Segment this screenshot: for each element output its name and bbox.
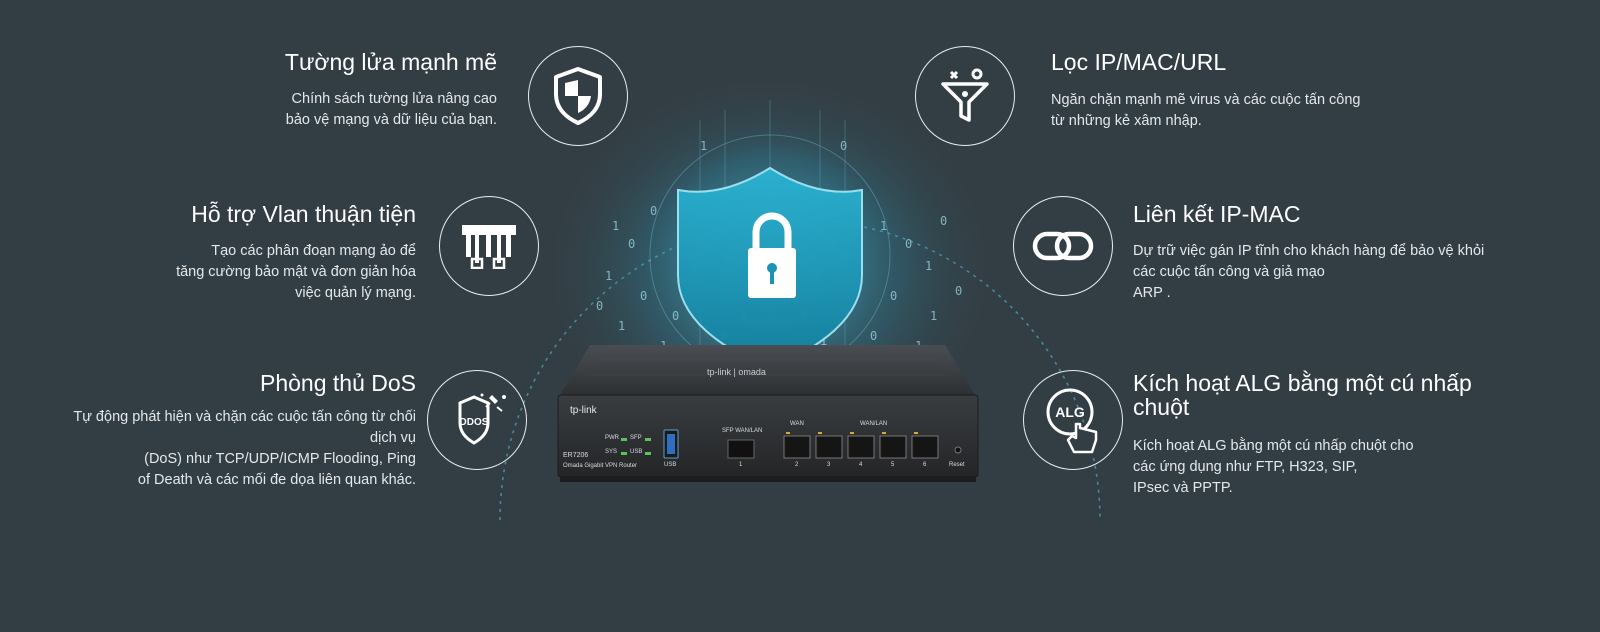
description-line: IPsec và PPTP.: [1133, 480, 1233, 496]
port-number: 2: [795, 462, 799, 468]
feature-title: Liên kết IP-MAC: [1133, 201, 1301, 227]
description-line: Kích hoạt ALG bằng một cú nhấp chuột cho: [1133, 438, 1414, 454]
wan-label: WAN: [790, 421, 804, 427]
dos-icon-circle: DDOS: [427, 370, 527, 470]
usb-label: USB: [664, 462, 677, 468]
reset-hole: [954, 446, 962, 454]
svg-text:0: 0: [940, 214, 947, 228]
filter-icon: [941, 68, 989, 122]
port-number: 4: [859, 462, 863, 468]
svg-text:1: 1: [618, 319, 625, 333]
description-line: tăng cường bảo mật và đơn giản hóa: [176, 264, 416, 280]
svg-text:0: 0: [870, 329, 877, 343]
led-label-pwr: PWR: [605, 435, 619, 441]
filter-icon-circle: [915, 46, 1015, 146]
network-vlan-icon: [462, 225, 516, 269]
svg-text:0: 0: [955, 284, 962, 298]
ddos-icon: DDOS: [458, 393, 506, 445]
description-line: các cuộc tấn công và giả mạo: [1133, 264, 1325, 280]
description-line: Tự động phát hiện và chặn các cuộc tấn c…: [73, 409, 416, 425]
router-top-texture: [590, 359, 950, 376]
feature-description: Tự động phát hiện và chặn các cuộc tấn c…: [0, 407, 416, 491]
sfp-port-number: 1: [739, 462, 743, 468]
svg-text:0: 0: [628, 237, 635, 251]
description-line: việc quản lý mạng.: [295, 285, 416, 301]
router-brand-top: tp-link | omada: [707, 367, 766, 377]
router-subtitle: Omada Gigabit VPN Router: [563, 463, 638, 469]
router-brand-front: tp-link: [570, 405, 597, 416]
ethernet-ports: [783, 432, 939, 459]
description-line: ARP .: [1133, 285, 1171, 301]
svg-text:0: 0: [890, 289, 897, 303]
firewall-icon-circle: [528, 46, 628, 146]
description-line: dịch vụ: [370, 430, 416, 446]
router-top-panel: [560, 345, 975, 395]
feature-alg: Kích hoạt ALG bằng một cú nhấp chuột Kíc…: [1133, 371, 1553, 499]
svg-text:1: 1: [605, 269, 612, 283]
led-label-sys: SYS: [605, 449, 618, 455]
link-icon: [1032, 231, 1094, 261]
svg-text:0: 0: [650, 204, 657, 218]
feature-title: Phòng thủ DoS: [259, 370, 416, 396]
alg-click-icon: ALG: [1046, 388, 1098, 454]
reset-label: Reset: [949, 462, 965, 468]
feature-vlan: Hỗ trợ Vlan thuận tiện Tạo các phân đoạn…: [0, 202, 416, 304]
wanlan-label: WAN/LAN: [860, 421, 888, 427]
shield-icon: [554, 67, 602, 125]
svg-text:0: 0: [672, 309, 679, 323]
description-line: bảo vệ mạng và dữ liệu của bạn.: [285, 112, 497, 128]
svg-text:0: 0: [840, 139, 847, 153]
feature-title: Hỗ trợ Vlan thuận tiện: [191, 201, 416, 227]
port-number: 6: [923, 462, 927, 468]
router-model: ER7206: [563, 452, 589, 459]
port-number: 5: [891, 462, 895, 468]
alg-icon-circle: ALG: [1023, 370, 1123, 470]
feature-description: Dự trữ việc gán IP tĩnh cho khách hàng đ…: [1133, 241, 1563, 304]
feature-description: Kích hoạt ALG bằng một cú nhấp chuột cho…: [1133, 436, 1553, 499]
svg-text:1: 1: [880, 219, 887, 233]
feature-ip-mac-binding: Liên kết IP-MAC Dự trữ việc gán IP tĩnh …: [1133, 202, 1563, 304]
feature-title: Tường lửa mạnh mẽ: [284, 49, 497, 75]
svg-text:1: 1: [820, 334, 827, 348]
svg-text:1: 1: [925, 259, 932, 273]
port-number: 3: [827, 462, 831, 468]
svg-text:0: 0: [640, 289, 647, 303]
sfp-label: SFP WAN/LAN: [722, 428, 763, 434]
led-label-usb: USB: [630, 449, 643, 455]
svg-text:1: 1: [612, 219, 619, 233]
feature-title: Kích hoạt ALG bằng một cú nhấp chuột: [1133, 370, 1472, 420]
description-line: Chính sách tường lửa nâng cao: [291, 91, 497, 107]
description-line: các ứng dụng như FTP, H323, SIP,: [1133, 459, 1358, 475]
svg-text:0: 0: [905, 237, 912, 251]
status-leds: [621, 438, 651, 455]
description-line: of Death và các mối đe dọa liên quan khá…: [137, 472, 416, 488]
vlan-icon-circle: [439, 196, 539, 296]
sfp-port: [727, 439, 755, 459]
svg-text:1: 1: [700, 139, 707, 153]
description-line: Dự trữ việc gán IP tĩnh cho khách hàng đ…: [1133, 243, 1485, 259]
feature-description: Ngăn chặn mạnh mẽ virus và các cuộc tấn …: [1051, 90, 1501, 132]
description-line: Ngăn chặn mạnh mẽ virus và các cuộc tấn …: [1051, 92, 1361, 108]
binding-icon-circle: [1013, 196, 1113, 296]
feature-description: Chính sách tường lửa nâng cao bảo vệ mạn…: [77, 89, 497, 131]
description-line: (DoS) như TCP/UDP/ICMP Flooding, Ping: [144, 451, 416, 467]
feature-filter: Lọc IP/MAC/URL Ngăn chặn mạnh mẽ virus v…: [1051, 50, 1501, 132]
led-label-sfp: SFP: [630, 435, 642, 441]
feature-firewall: Tường lửa mạnh mẽ Chính sách tường lửa n…: [77, 50, 497, 131]
alg-icon-label: ALG: [1055, 404, 1085, 420]
feature-description: Tạo các phân đoạn mạng ảo để tăng cường …: [0, 241, 416, 304]
svg-text:1: 1: [930, 309, 937, 323]
router-base: [560, 476, 976, 482]
svg-text:0: 0: [596, 299, 603, 313]
description-line: Tạo các phân đoạn mạng ảo để: [211, 243, 416, 259]
ddos-icon-label: DDOS: [460, 417, 489, 428]
feature-dos: Phòng thủ DoS Tự động phát hiện và chặn …: [0, 371, 416, 491]
feature-title: Lọc IP/MAC/URL: [1051, 49, 1227, 75]
description-line: từ những kẻ xâm nhập.: [1051, 113, 1202, 129]
